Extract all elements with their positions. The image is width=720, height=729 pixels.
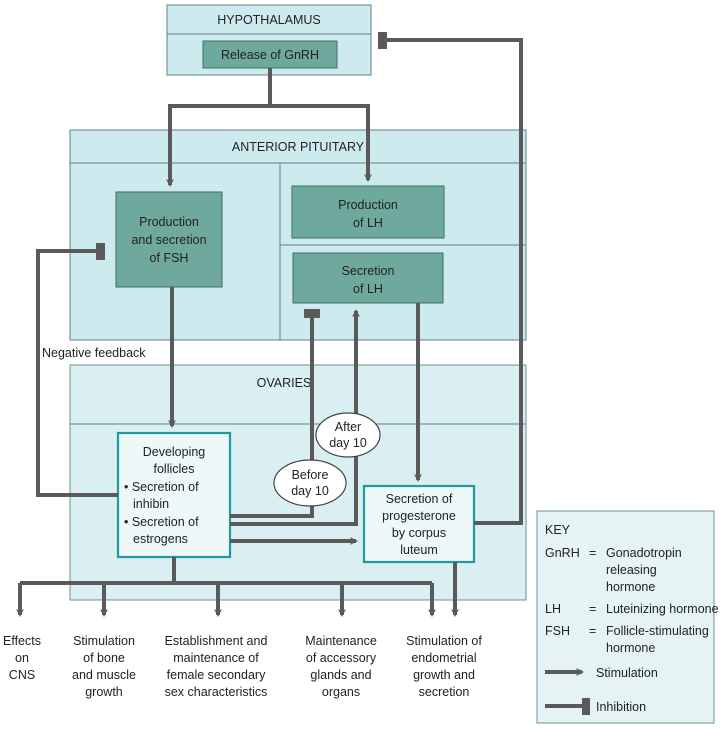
effect-glands-line-3: glands and	[310, 668, 371, 682]
gnrh-release-box	[202, 40, 338, 69]
effect-sex-line-4: sex characteristics	[165, 685, 268, 699]
after-day10-line-2: day 10	[329, 436, 367, 450]
after-day10-arrow	[230, 309, 360, 526]
effect-endo-line-2: endometrial	[411, 651, 476, 665]
fsh-box	[115, 191, 223, 288]
negative-feedback-label: Negative feedback	[42, 346, 146, 360]
key-gnrh-line-1: Gonadotropin	[606, 546, 682, 560]
developing-follicles-box	[116, 431, 232, 559]
follicles-line-4: inhibin	[133, 497, 169, 511]
key-lh-line-1: Luteinizing hormone	[606, 602, 719, 616]
key-fsh-line-1: Follicle-stimulating	[606, 624, 709, 638]
progesterone-line-1: Secretion of	[386, 492, 453, 506]
effect-glands-line-4: organs	[322, 685, 360, 699]
hypothalamus-title: HYPOTHALAMUS	[217, 13, 321, 27]
effect-endo-line-1: Stimulation of	[406, 634, 482, 648]
key-lh-abbr: LH	[545, 602, 561, 616]
progesterone-feedback-bar	[378, 32, 387, 49]
effect-cns-line-1: Effects	[3, 634, 41, 648]
key-title: KEY	[545, 523, 571, 537]
gnrh-to-fsh-arrow	[166, 68, 272, 187]
effect-cns-line-3: CNS	[9, 668, 35, 682]
after-day10-label: After day 10	[315, 412, 381, 458]
inhibin-feedback-line	[36, 249, 118, 497]
effect-bone-line-1: Stimulation	[73, 634, 135, 648]
effect-cns-line-2: on	[15, 651, 29, 665]
effect-bone-line-4: growth	[85, 685, 123, 699]
gnrh-to-lh-arrow	[270, 104, 372, 182]
lh-production-line-2: of LH	[353, 216, 383, 230]
anterior-pituitary-panel: ANTERIOR PITUITARY Production and secret…	[69, 129, 527, 341]
before-day10-line-2: day 10	[291, 484, 329, 498]
progesterone-line-4: luteum	[400, 543, 438, 557]
effect-glands-line-2: of accessory	[306, 651, 377, 665]
key-lh-eq: =	[589, 602, 596, 616]
progesterone-line-2: progesterone	[382, 509, 456, 523]
lh-secretion-line-2: of LH	[353, 282, 383, 296]
before-day10-label: Before day 10	[273, 459, 347, 507]
effect-cns: Effects on CNS	[3, 634, 41, 682]
effect-bone-line-2: of bone	[83, 651, 125, 665]
key-gnrh-abbr: GnRH	[545, 546, 580, 560]
fsh-line-2: and secretion	[131, 233, 206, 247]
effect-endometrial: Stimulation of endometrial growth and se…	[406, 634, 482, 699]
lh-production-line-1: Production	[338, 198, 398, 212]
effect-sex-line-2: maintenance of	[173, 651, 259, 665]
before-day10-line-1: Before	[292, 468, 329, 482]
effect-glands-line-1: Maintenance	[305, 634, 377, 648]
effect-glands: Maintenance of accessory glands and orga…	[305, 634, 377, 699]
gnrh-release-label: Release of GnRH	[221, 48, 319, 62]
key-panel: KEY GnRH = Gonadotropin releasing hormon…	[536, 510, 719, 724]
effect-sex-line-1: Establishment and	[165, 634, 268, 648]
lh-production-box	[291, 185, 445, 239]
fsh-line-3: of FSH	[150, 251, 189, 265]
key-gnrh-line-2: releasing	[606, 563, 657, 577]
before-day10-line	[230, 318, 314, 518]
follicles-line-6: estrogens	[133, 532, 188, 546]
effect-bone: Stimulation of bone and muscle growth	[72, 634, 136, 699]
key-inhibition-bar	[582, 698, 590, 715]
effect-bone-line-3: and muscle	[72, 668, 136, 682]
key-gnrh-line-3: hormone	[606, 580, 655, 594]
key-stimulation-label: Stimulation	[596, 666, 658, 680]
key-fsh-abbr: FSH	[545, 624, 570, 638]
progesterone-line-3: by corpus	[392, 526, 446, 540]
lh-secretion-box	[292, 252, 444, 304]
after-day10-line-1: After	[335, 420, 361, 434]
follicles-line-2: follicles	[154, 462, 195, 476]
key-gnrh-eq: =	[589, 546, 596, 560]
effect-sex-characteristics: Establishment and maintenance of female …	[165, 634, 268, 699]
follicles-line-1: Developing	[143, 445, 206, 459]
lh-secretion-line-1: Secretion	[342, 264, 395, 278]
effect-endo-line-4: secretion	[419, 685, 470, 699]
connectors: Negative feedback	[16, 32, 523, 617]
pituitary-title: ANTERIOR PITUITARY	[232, 140, 365, 154]
hypothalamus-panel: HYPOTHALAMUS Release of GnRH	[166, 4, 372, 76]
inhibin-feedback-bar	[96, 243, 105, 260]
key-fsh-eq: =	[589, 624, 596, 638]
progesterone-feedback-line	[387, 38, 523, 525]
key-fsh-line-2: hormone	[606, 641, 655, 655]
follicles-line-5: • Secretion of	[124, 515, 199, 529]
ovaries-title: OVARIES	[257, 376, 312, 390]
effect-sex-line-3: female secondary	[167, 668, 266, 682]
follicles-line-3: • Secretion of	[124, 480, 199, 494]
effect-endo-line-3: growth and	[413, 668, 475, 682]
before-day10-bar	[304, 309, 320, 318]
key-inhibition-label: Inhibition	[596, 700, 646, 714]
fsh-line-1: Production	[139, 215, 199, 229]
